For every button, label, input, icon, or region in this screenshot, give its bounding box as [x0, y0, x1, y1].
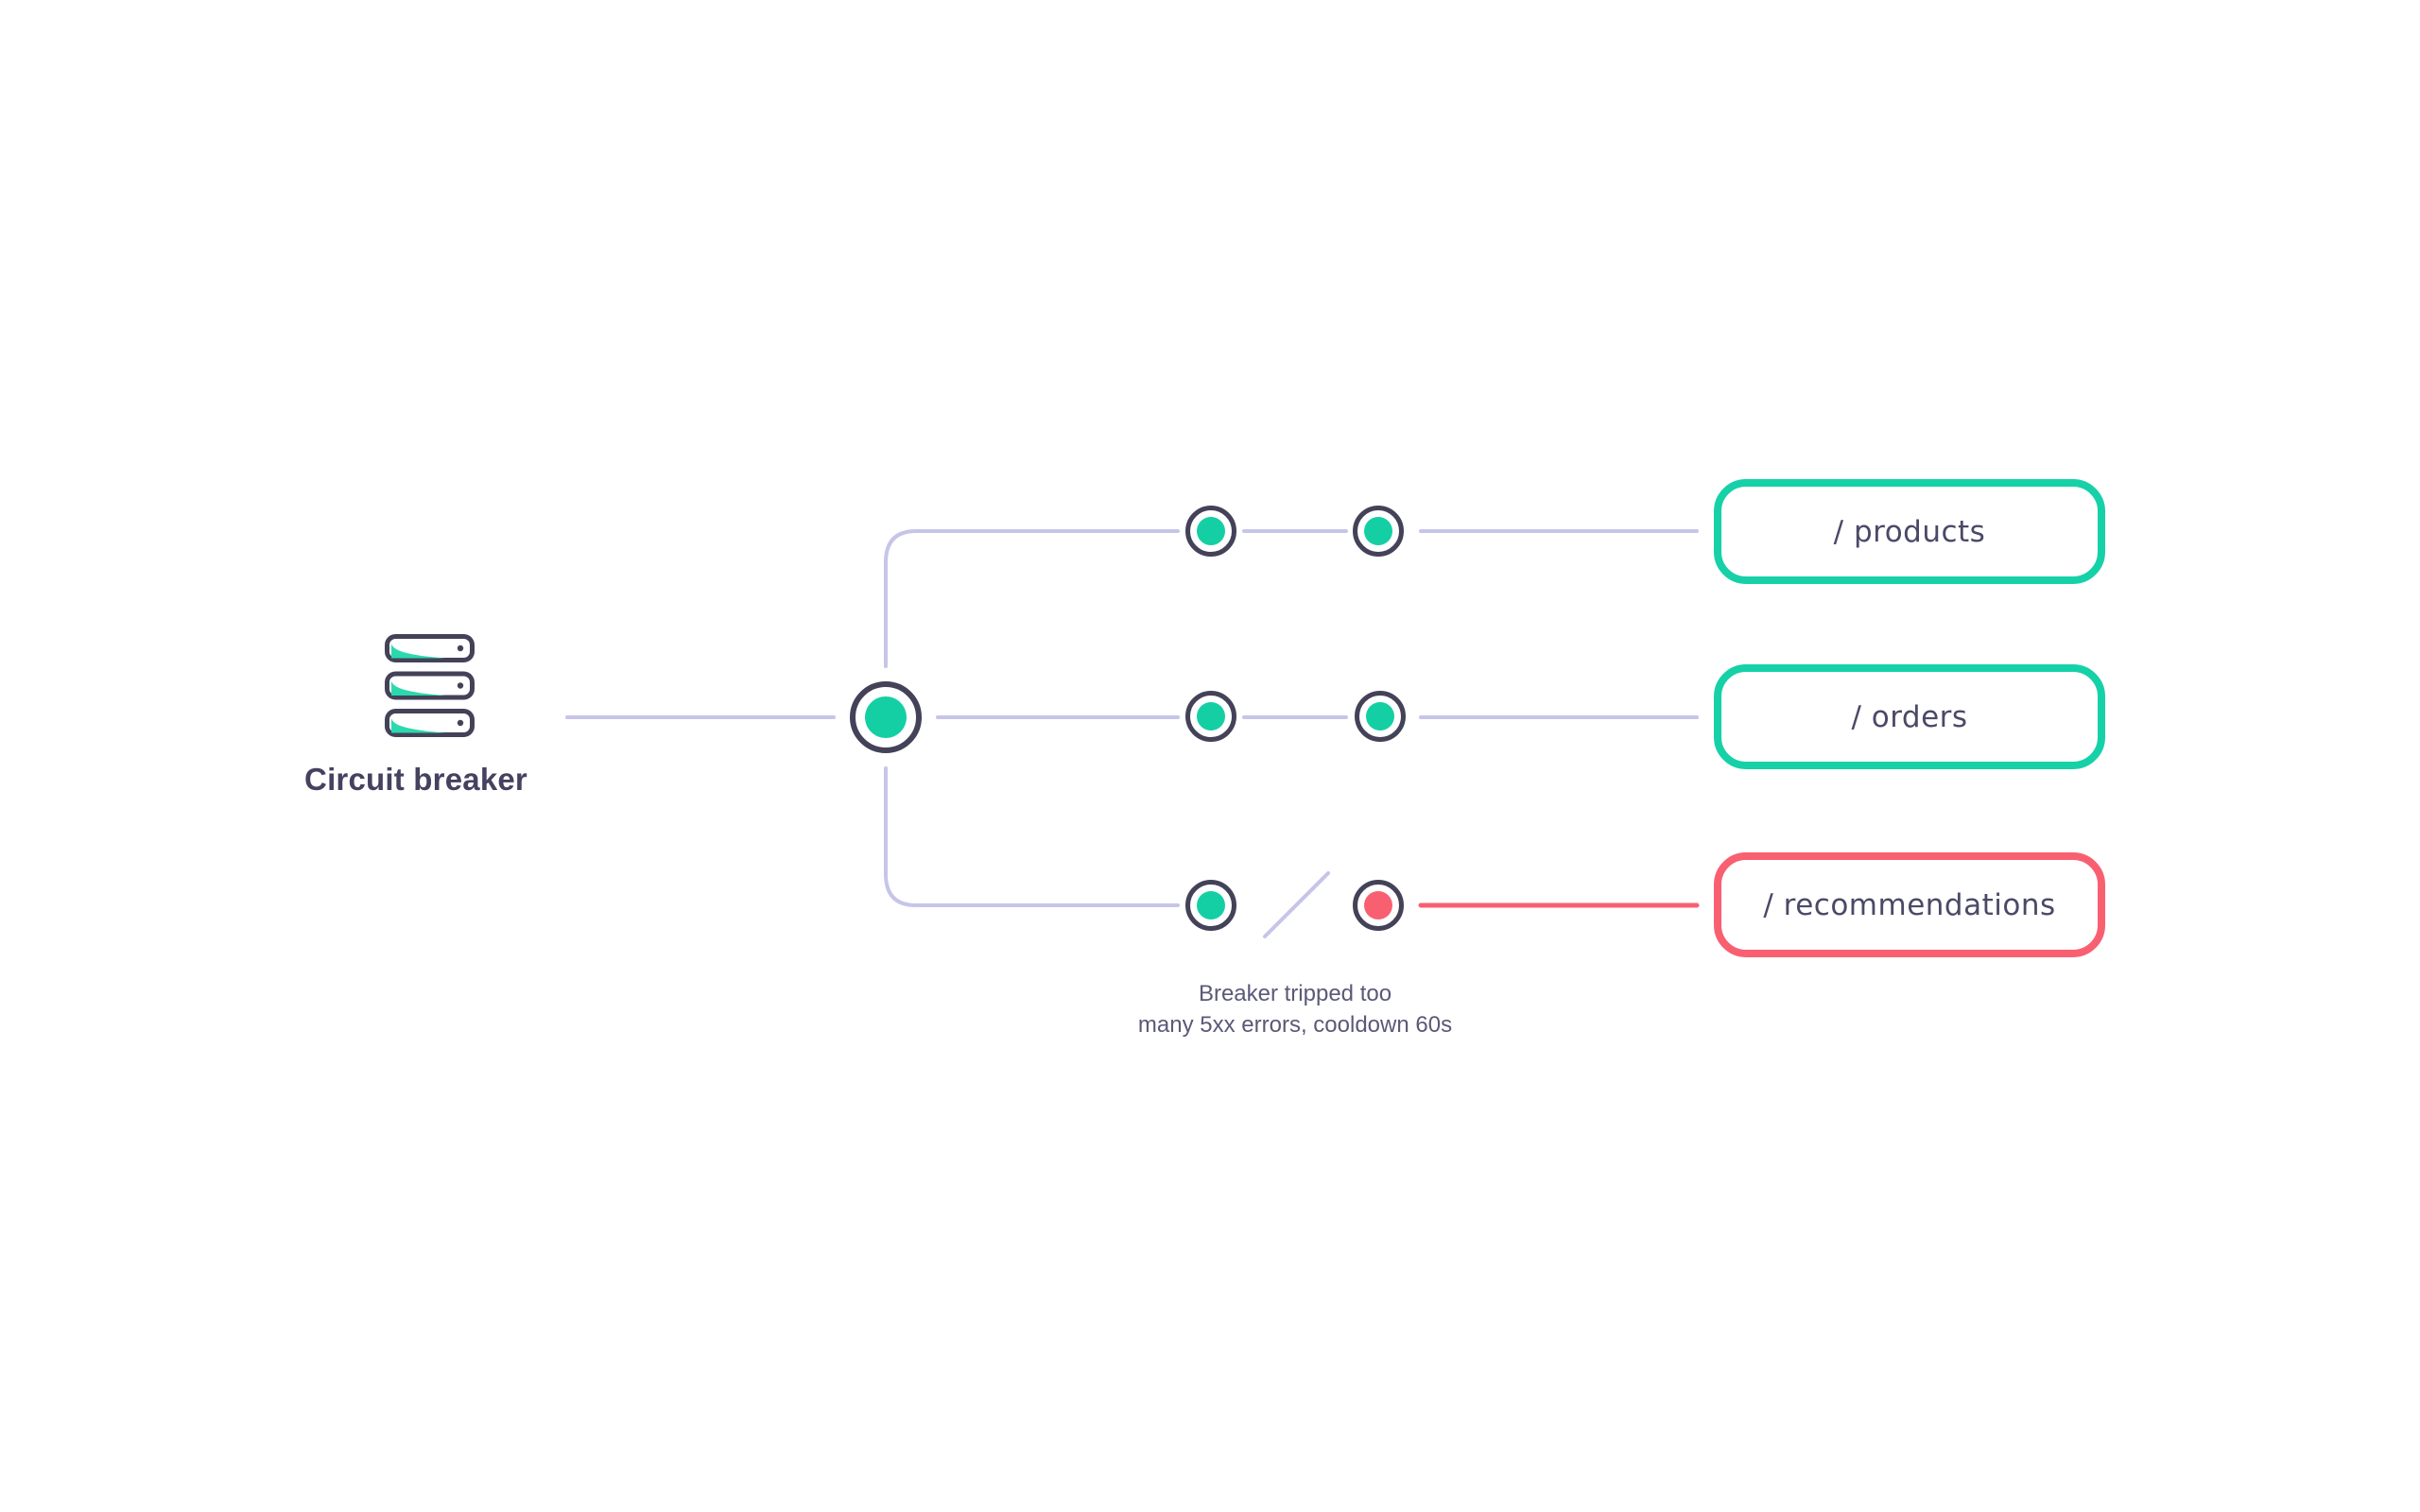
endpoint-orders: / orders [1714, 664, 2105, 769]
healthy-status-dot [1197, 702, 1225, 730]
recommendations-upstream-node [1185, 880, 1236, 931]
wire-branch-products [884, 529, 1180, 668]
breaker-tripped-note: Breaker tripped too many 5xx errors, coo… [1011, 978, 1579, 1040]
server-row [385, 634, 475, 662]
breaker-root-node [850, 681, 922, 753]
products-upstream-node [1185, 506, 1236, 557]
server-row [385, 709, 475, 737]
orders-upstream-node [1185, 691, 1236, 742]
source-label: Circuit breaker [304, 762, 527, 797]
server-stack-icon [385, 634, 475, 737]
products-downstream-node [1353, 506, 1404, 557]
endpoint-products: / products [1714, 479, 2105, 584]
orders-downstream-node [1355, 691, 1406, 742]
error-status-dot [1364, 891, 1392, 919]
endpoint-products-label: / products [1833, 514, 1986, 549]
wire-branch-recommendations [884, 766, 1180, 907]
server-row [385, 671, 475, 700]
breaker-open-slash-icon [1263, 871, 1330, 938]
note-line-1: Breaker tripped too [1198, 981, 1392, 1006]
note-line-2: many 5xx errors, cooldown 60s [1137, 1012, 1453, 1038]
recommendations-downstream-node [1353, 880, 1404, 931]
endpoint-orders-label: / orders [1851, 699, 1968, 734]
healthy-status-dot [1364, 517, 1392, 545]
healthy-status-dot [865, 696, 907, 738]
healthy-status-dot [1197, 517, 1225, 545]
healthy-status-dot [1366, 702, 1394, 730]
endpoint-recommendations: / recommendations [1714, 852, 2105, 957]
healthy-status-dot [1197, 891, 1225, 919]
endpoint-recommendations-label: / recommendations [1763, 887, 2056, 922]
